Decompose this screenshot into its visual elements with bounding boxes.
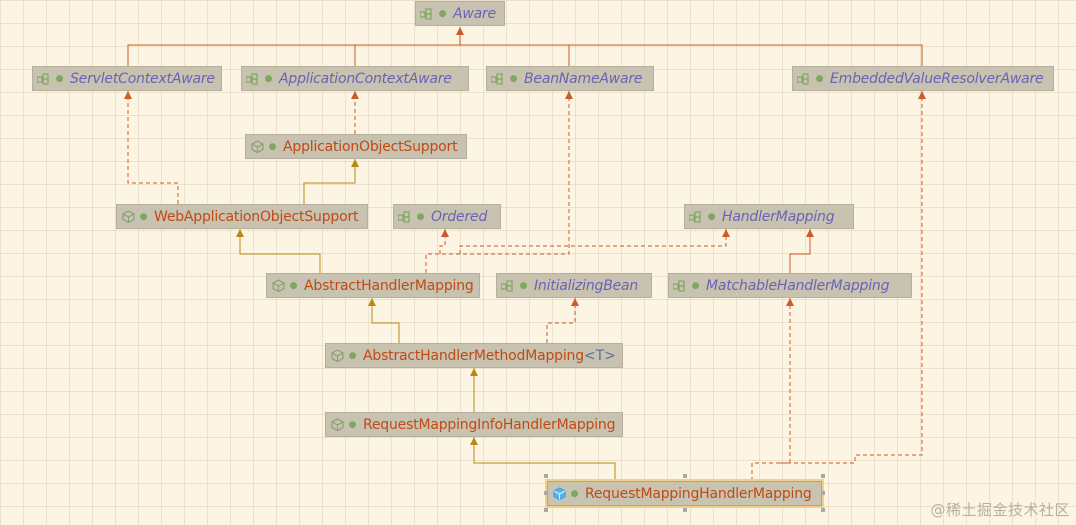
- node-label: AbstractHandlerMapping: [304, 277, 474, 294]
- visibility-icon: ●: [509, 73, 518, 84]
- selection-handle[interactable]: [821, 508, 825, 512]
- class-icon: [330, 418, 344, 432]
- node-aware[interactable]: ● Aware: [415, 1, 505, 26]
- edge-web-application-object-support-to-application-object-support: [303, 159, 356, 204]
- node-handler-mapping[interactable]: ● HandlerMapping: [684, 204, 854, 229]
- edge-request-mapping-handler-mapping-to-matchable-handler-mapping: [751, 298, 791, 481]
- edge-abstract-handler-mapping-to-bean-name-aware: [459, 229, 727, 254]
- class-icon: [552, 487, 566, 501]
- edge-arrowhead: [441, 229, 449, 237]
- node-label: BeanNameAware: [524, 70, 643, 87]
- node-matchable-handler-mapping[interactable]: ● MatchableHandlerMapping: [668, 273, 912, 298]
- edge-arrowhead: [470, 437, 478, 445]
- node-label: RequestMappingInfoHandlerMapping: [363, 416, 616, 433]
- edge-request-mapping-handler-mapping-to-embedded-value-resolver-aware: [780, 91, 923, 464]
- node-request-mapping-info-handler-mapping[interactable]: ● RequestMappingInfoHandlerMapping: [325, 412, 623, 437]
- edge-arrowhead: [368, 298, 376, 306]
- edge-arrowhead: [786, 298, 794, 306]
- node-label: ServletContextAware: [70, 70, 215, 87]
- selection-handle[interactable]: [544, 474, 548, 478]
- generic-parameter: <T>: [583, 347, 616, 364]
- edge-arrowhead: [470, 368, 478, 376]
- edge-arrowhead: [806, 229, 814, 237]
- edge-arrowhead: [124, 91, 132, 99]
- class-icon: [250, 140, 264, 154]
- visibility-icon: ●: [268, 141, 277, 152]
- selection-handle[interactable]: [821, 491, 825, 495]
- visibility-icon: ●: [289, 280, 298, 291]
- edge-arrowhead: [571, 298, 579, 306]
- edge-arrowhead: [456, 27, 464, 35]
- interface-icon: [501, 279, 515, 293]
- visibility-icon: ●: [348, 350, 357, 361]
- selection-handle[interactable]: [544, 491, 548, 495]
- edge-arrowhead: [918, 91, 926, 99]
- node-request-mapping-handler-mapping[interactable]: ● RequestMappingHandlerMapping: [545, 479, 824, 508]
- watermark: @稀土掘金技术社区: [930, 501, 1070, 519]
- visibility-icon: ●: [139, 211, 148, 222]
- class-icon: [330, 349, 344, 363]
- interface-icon: [673, 279, 687, 293]
- visibility-icon: ●: [519, 280, 528, 291]
- edge-abstract-handler-mapping-to-handler-mapping: [439, 229, 446, 254]
- edge-arrowhead: [351, 91, 359, 99]
- node-label: ApplicationObjectSupport: [283, 138, 458, 155]
- edge-servlet-context-aware-to-aware: [127, 44, 923, 66]
- interface-icon: [37, 72, 51, 86]
- edge-arrowhead: [351, 159, 359, 167]
- edge-request-mapping-handler-mapping-to-request-mapping-info-handler-mapping: [473, 437, 616, 481]
- edge-matchable-handler-mapping-to-handler-mapping: [789, 229, 811, 273]
- node-label: MatchableHandlerMapping: [706, 277, 890, 294]
- edge-abstract-handler-method-mapping-to-abstract-handler-mapping: [371, 298, 400, 343]
- node-label: WebApplicationObjectSupport: [154, 208, 359, 225]
- visibility-icon: ●: [691, 280, 700, 291]
- node-label: ApplicationContextAware: [279, 70, 452, 87]
- visibility-icon: ●: [416, 211, 425, 222]
- visibility-icon: ●: [55, 73, 64, 84]
- interface-icon: [398, 210, 412, 224]
- node-ordered[interactable]: ● Ordered: [393, 204, 501, 229]
- selection-handle[interactable]: [682, 474, 687, 478]
- node-label: Ordered: [431, 208, 488, 225]
- edge-abstract-handler-mapping-to-web-application-object-support: [239, 229, 321, 273]
- node-label: InitializingBean: [534, 277, 639, 294]
- node-abstract-handler-method-mapping[interactable]: ● AbstractHandlerMethodMapping<T>: [325, 343, 623, 368]
- visibility-icon: ●: [707, 211, 716, 222]
- visibility-icon: ●: [264, 73, 273, 84]
- edge-web-application-object-support-to-servlet-context-aware: [127, 91, 179, 204]
- selection-handle[interactable]: [682, 508, 687, 512]
- edge-arrowhead: [236, 229, 244, 237]
- visibility-icon: ●: [438, 8, 447, 19]
- selection-handle[interactable]: [821, 474, 825, 478]
- class-icon: [121, 210, 135, 224]
- edge-abstract-handler-method-mapping-to-initializing-bean: [546, 298, 576, 343]
- interface-icon: [491, 72, 505, 86]
- edge-arrowhead: [722, 229, 730, 237]
- node-embedded-value-resolver-aware[interactable]: ● EmbeddedValueResolverAware: [792, 66, 1054, 91]
- interface-icon: [246, 72, 260, 86]
- visibility-icon: ●: [348, 419, 357, 430]
- node-application-context-aware[interactable]: ● ApplicationContextAware: [241, 66, 469, 91]
- edge-arrowhead: [565, 91, 573, 99]
- visibility-icon: ●: [815, 73, 824, 84]
- interface-icon: [420, 7, 434, 21]
- node-bean-name-aware[interactable]: ● BeanNameAware: [486, 66, 654, 91]
- node-initializing-bean[interactable]: ● InitializingBean: [496, 273, 652, 298]
- node-label: EmbeddedValueResolverAware: [830, 70, 1044, 87]
- node-abstract-handler-mapping[interactable]: ● AbstractHandlerMapping: [266, 273, 480, 298]
- interface-icon: [689, 210, 703, 224]
- class-icon: [271, 279, 285, 293]
- node-servlet-context-aware[interactable]: ● ServletContextAware: [32, 66, 222, 91]
- interface-icon: [797, 72, 811, 86]
- node-label: RequestMappingHandlerMapping: [585, 485, 812, 502]
- node-label: AbstractHandlerMethodMapping: [363, 347, 584, 364]
- selection-handle[interactable]: [544, 508, 548, 512]
- visibility-icon: ●: [570, 488, 579, 499]
- node-application-object-support[interactable]: ● ApplicationObjectSupport: [245, 134, 467, 159]
- edge-abstract-handler-mapping-to-ordered: [425, 91, 570, 273]
- node-label: HandlerMapping: [722, 208, 835, 225]
- node-label: Aware: [453, 5, 496, 22]
- node-web-application-object-support[interactable]: ● WebApplicationObjectSupport: [116, 204, 368, 229]
